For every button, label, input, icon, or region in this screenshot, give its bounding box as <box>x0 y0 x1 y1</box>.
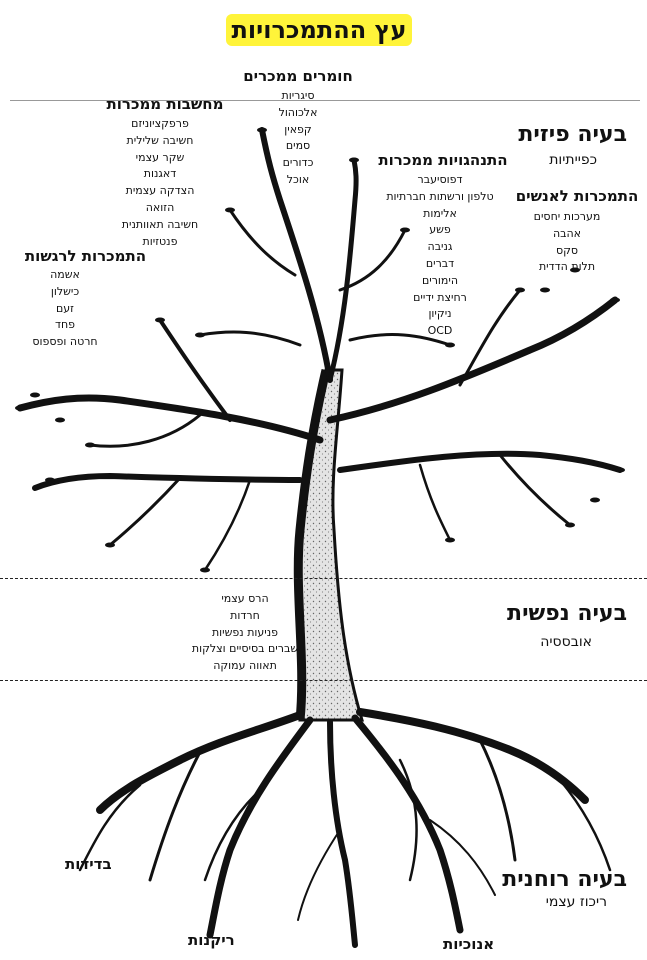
list-item: ניקיון <box>428 307 452 321</box>
page-title: עץ ההתמכרויות <box>226 14 412 46</box>
tree-leaves <box>15 127 625 573</box>
list-item: הרס עצמי <box>221 592 269 605</box>
list-item: סקס <box>555 243 579 257</box>
tree-roots <box>78 708 612 948</box>
list-item: אשמה <box>50 268 80 281</box>
physical-sub: כפייתיות <box>549 152 597 168</box>
list-item: הזואה <box>145 200 175 214</box>
physical-heading: בעיה פיזית <box>518 122 627 147</box>
list-item: אלימות <box>423 206 457 220</box>
list-item: כדורים <box>282 156 314 170</box>
list-item: שקר עצמי <box>135 150 185 164</box>
list-item: חרטה ופספוס <box>32 335 98 349</box>
list-item: אלכוהול <box>278 105 318 119</box>
divider-physical-emotional <box>0 578 647 579</box>
trunk-dark-edge <box>293 368 331 721</box>
list-item: פחד <box>54 318 76 332</box>
thoughts-heading: מחשבות ממכרות <box>106 95 224 113</box>
emotional-sub: אובססיה <box>540 634 592 650</box>
list-item: פשע <box>429 223 451 237</box>
list-item: שברים בסיסיים וצלקות <box>191 642 299 656</box>
substances-list: סיגריות אלכוהול קפאין סמים כדורים אוכל <box>258 88 338 189</box>
list-item: גניבה <box>427 240 453 254</box>
feelings-list: אשמה כישלון זעם פחד חרטה ופספוס <box>10 267 120 351</box>
list-item: פנטזיות <box>142 234 178 248</box>
list-item: הצדקה עצמית <box>125 184 195 198</box>
list-item: תאווה עמוקה <box>213 659 277 673</box>
divider-emotional-spiritual <box>0 680 647 681</box>
list-item: חשיבה שלילית <box>126 133 194 147</box>
trunk-list: הרס עצמי חרדות פניעות נפשיות שברים בסיסי… <box>165 591 325 675</box>
root-label-isolation: בדידות <box>65 855 112 873</box>
list-item: אוכל <box>286 172 310 186</box>
people-heading: התמכרות לאנשים <box>515 187 639 205</box>
list-item: תלות הדדית <box>538 260 596 274</box>
behaviors-list: דפוסיעבר טלפון ורשתות חברתיות אלימות פשע… <box>375 172 505 340</box>
list-item: זעם <box>56 301 74 315</box>
feelings-heading: התמכרות לרגשות <box>24 247 147 265</box>
root-label-emptiness: ריקנות <box>188 931 235 949</box>
list-item: סמים <box>285 139 311 153</box>
list-item: פרפקציוניזם <box>131 117 189 130</box>
list-item: סיגריות <box>281 89 315 102</box>
list-item: רחיצת ידיים <box>413 290 467 304</box>
spiritual-heading: בעיה רוחנית <box>502 867 627 892</box>
list-item: כישלון <box>50 284 80 298</box>
list-item: טלפון ורשתות חברתיות <box>386 189 494 203</box>
substances-heading: חומרים ממכרים <box>243 67 353 85</box>
list-item: הימורים <box>421 273 459 287</box>
spiritual-sub: ריכוז עצמי <box>545 894 607 910</box>
list-item: אהבה <box>552 226 582 240</box>
emotional-heading: בעיה נפשית <box>507 601 627 626</box>
list-item: פניעות נפשיות <box>211 625 279 639</box>
list-item: דפוסיעבר <box>417 173 463 186</box>
behaviors-heading: התנהגויות ממכרות <box>378 151 508 169</box>
list-item: מערכות יחסים <box>533 210 601 223</box>
canopy-branches <box>16 127 623 572</box>
list-item: דברים <box>425 256 455 270</box>
list-item: חשיבה תאוותנית <box>121 217 199 231</box>
people-list: מערכות יחסים אהבה סקס תלות הדדית <box>512 209 622 276</box>
root-label-selfishness: אנוכיות <box>443 935 495 953</box>
thoughts-list: פרפקציוניזם חשיבה שלילית שקר עצמי דאגנות… <box>105 116 215 250</box>
list-item: דאגנות <box>143 167 177 181</box>
list-item: קפאין <box>284 122 312 136</box>
list-item: חרדות <box>230 608 260 622</box>
top-divider-line <box>10 100 640 101</box>
list-item: OCD <box>427 324 453 338</box>
